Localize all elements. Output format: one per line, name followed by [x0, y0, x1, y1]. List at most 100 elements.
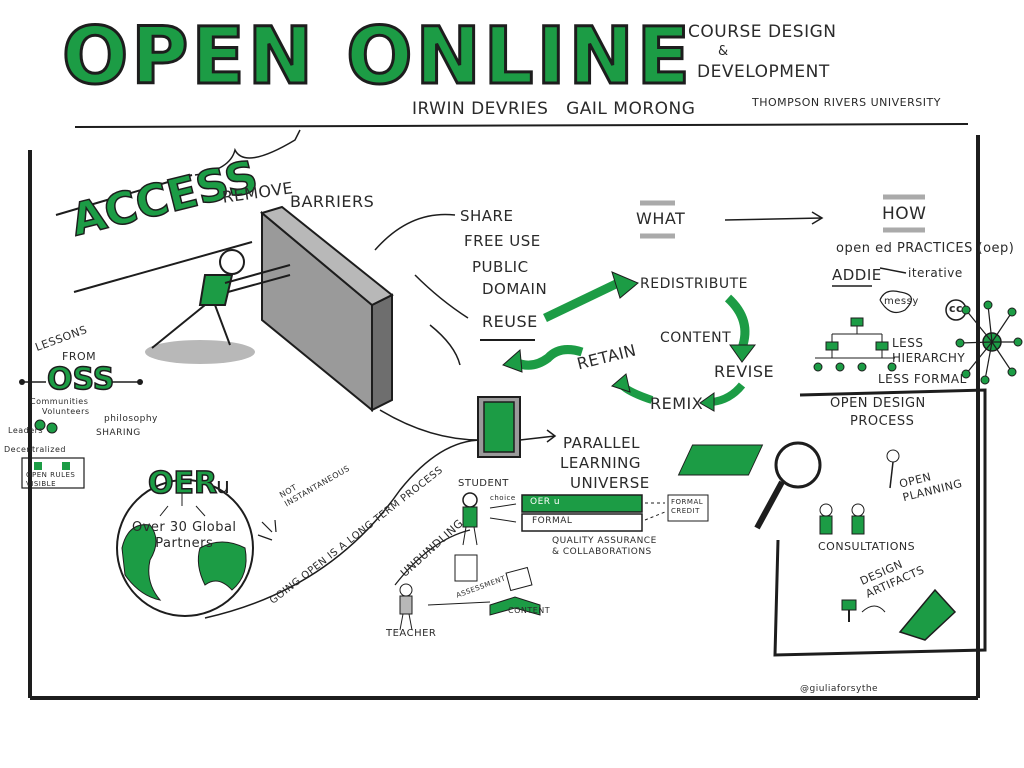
quality-label: QUALITY ASSURANCE & COLLABORATIONS: [552, 536, 657, 558]
oeru-spoke-left: [159, 505, 169, 517]
communities-label: Communities: [30, 397, 89, 406]
reuse-label: REUSE: [482, 312, 538, 331]
formal-credit-box: [667, 494, 709, 522]
planning-table: [677, 444, 764, 476]
free-use-label: FREE USE: [464, 232, 541, 250]
open-design-label: OPEN DESIGN: [830, 396, 926, 411]
arrow-reuse-redistribute: [543, 278, 620, 323]
not-instant-burst: [257, 519, 277, 541]
choice-arrow-2: [489, 517, 517, 523]
arrow-revise-remix: [711, 382, 746, 406]
header-divider: [74, 123, 969, 128]
what-how-arrow: [724, 217, 823, 221]
barrier-wall-side: [371, 293, 393, 412]
teacher-leg-1: [399, 613, 404, 631]
unbundling-curve: [394, 529, 471, 586]
network-nodes: [955, 300, 1023, 385]
tree-leaf-1: [813, 362, 823, 372]
tree-leaf-4: [887, 362, 897, 372]
content-slate: [505, 566, 533, 592]
teacher-body: [399, 595, 413, 615]
student-label: STUDENT: [458, 478, 509, 489]
learning-label: LEARNING: [560, 454, 642, 472]
consultations-label: CONSULTATIONS: [818, 540, 916, 553]
figure-leg-2: [214, 304, 231, 346]
student-body: [462, 506, 478, 528]
how-label: HOW: [882, 204, 927, 224]
connector-reuse: [414, 274, 469, 319]
globe-continent-1: [121, 524, 162, 601]
formal-track-label: FORMAL: [532, 516, 573, 526]
oeru-track-label: OER u: [530, 497, 561, 507]
arrow-head-4: [611, 373, 631, 393]
planner-body: [889, 461, 894, 489]
page-title: OPEN ONLINE: [60, 12, 694, 102]
remix-label: REMIX: [650, 394, 704, 413]
figure-head: [219, 249, 245, 275]
oeru-track-bar: [521, 494, 643, 513]
share-label: SHARE: [460, 207, 514, 225]
oeru-spoke-right: [195, 505, 206, 517]
messy-loop: [879, 290, 912, 313]
teacher-leg-2: [408, 613, 413, 631]
public-label: PUBLIC: [472, 258, 529, 276]
leaders-label: Leaders: [8, 426, 44, 435]
access-line-top: [55, 174, 193, 216]
institution: THOMPSON RIVERS UNIVERSITY: [752, 96, 941, 109]
cc-label: cc: [949, 302, 964, 315]
revise-label: REVISE: [714, 362, 775, 381]
arrow-head-3: [699, 392, 715, 412]
open-rules-label: OPEN RULES VISIBLE: [26, 471, 76, 488]
artifact-connector: [861, 605, 886, 613]
speakers: IRWIN DEVRIES GAIL MORONG: [412, 99, 696, 119]
choice-arrow-1: [489, 503, 517, 509]
barriers-label: BARRIERS: [290, 192, 375, 211]
oss-person-1: [34, 419, 46, 431]
content-book: [489, 596, 541, 616]
artist-credit: @giuliaforsythe: [800, 684, 879, 694]
volunteers-label: Volunteers: [42, 407, 90, 416]
oep-label: open ed PRACTICES (oep): [836, 241, 1015, 256]
what-how-arrow-head: [811, 211, 824, 225]
tree-leaf-2: [835, 362, 845, 372]
oeru-heading: OER: [147, 465, 218, 502]
wall-to-door-path: [379, 409, 481, 441]
figure-arm-2: [227, 274, 291, 293]
door-panel: [483, 401, 515, 453]
assessment-doc: [454, 554, 478, 582]
arrow-head-1: [611, 271, 639, 299]
door-arrow: [519, 435, 556, 441]
connector-share: [374, 213, 456, 251]
what-label: WHAT: [636, 209, 686, 228]
figure-leg-1: [151, 304, 206, 349]
tree-node-2: [875, 341, 889, 351]
teacher-content-line: [427, 601, 491, 606]
arrow-head-2: [729, 344, 757, 363]
philosophy-label: philosophy: [104, 414, 158, 424]
consult-head-2: [851, 503, 865, 517]
student-leg-1: [462, 526, 467, 546]
design-process-box: [773, 388, 987, 657]
speech-brace: [194, 129, 301, 176]
universe-label: UNIVERSE: [570, 474, 650, 492]
student-head: [462, 492, 478, 508]
barrier-wall-top: [259, 205, 394, 307]
sharing-label: SHARING: [96, 428, 141, 438]
oss-person-2: [46, 422, 58, 434]
credit-arrow-2: [644, 511, 666, 521]
iterative-label: iterative: [908, 266, 963, 280]
domain-label: DOMAIN: [482, 280, 548, 298]
cycle-content-label: CONTENT: [660, 330, 732, 346]
from-label: FROM: [62, 350, 97, 363]
consult-head-1: [819, 503, 833, 517]
arrow-retain-reuse: [513, 345, 584, 370]
door-arrow-head: [546, 429, 557, 443]
oss-dot-left: [19, 379, 25, 385]
figure-shadow: [145, 340, 255, 364]
subtitle-amp: &: [718, 44, 729, 59]
consult-body-2: [851, 515, 865, 535]
oeru-u: u: [216, 474, 231, 499]
artifact-lamp: [841, 599, 857, 611]
long-term-path: [204, 439, 483, 619]
